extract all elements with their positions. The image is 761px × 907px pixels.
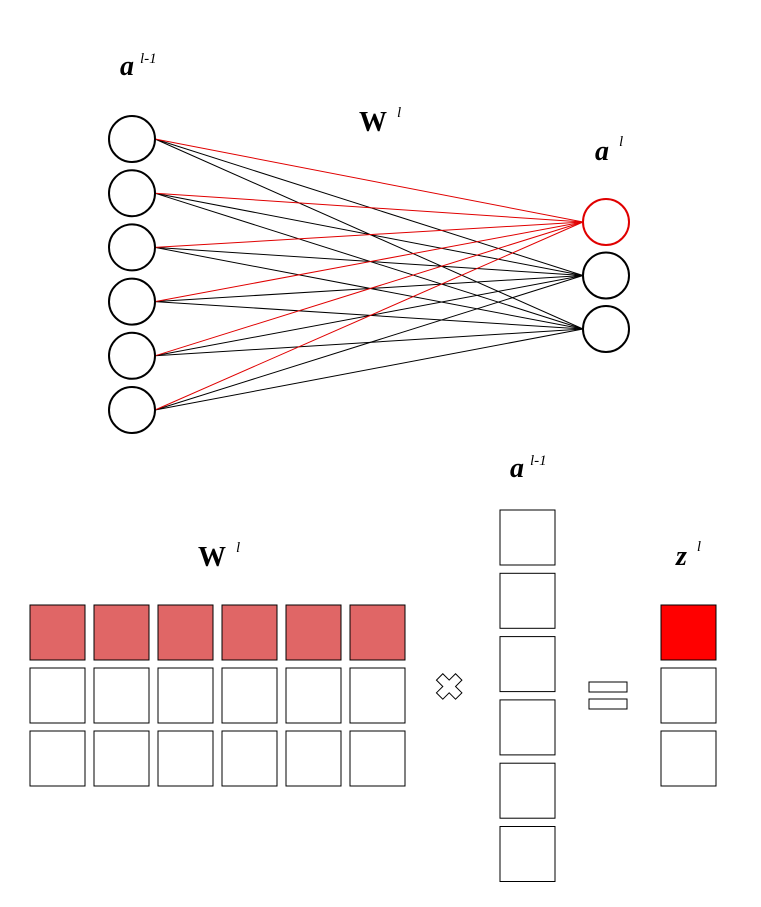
input-layer [108,115,156,434]
weight-cell-highlighted [285,604,342,661]
connection-lines [154,138,584,411]
edge [154,328,584,411]
input-neuron [108,277,156,326]
weight-cell-highlighted [221,604,278,661]
result-cell-highlighted [660,604,717,661]
weight-cell-highlighted [157,604,214,661]
input-neuron [108,331,156,380]
activation-vector [499,509,556,882]
output-neuron [582,251,630,300]
activation-cell [499,762,556,819]
highlighted-edge [154,138,584,223]
edge [154,301,584,330]
result-vector [660,604,717,787]
weight-cell [157,730,214,787]
highlighted-edge [154,221,584,411]
result-cell [660,667,717,724]
weight-cell [93,730,150,787]
weight-cell-highlighted [93,604,150,661]
weight-cell [349,667,406,724]
weight-cell [221,667,278,724]
output-layer [582,198,630,353]
edge [154,138,584,330]
highlighted-edge [154,221,584,248]
input-neuron [108,169,156,218]
input-neuron [108,115,156,163]
highlighted-edge [154,221,584,357]
times-icon [435,673,463,700]
weight-cell [221,730,278,787]
weight-cell [93,667,150,724]
result-cell [660,730,717,787]
weight-cell [157,667,214,724]
activation-cell [499,826,556,882]
edge [154,328,584,357]
highlighted-edge [154,192,584,223]
weight-cell [29,730,86,787]
input-neuron [108,386,156,434]
edge [154,246,584,330]
activation-cell [499,509,556,566]
input-neuron [108,223,156,272]
activation-cell [499,572,556,629]
weight-cell [349,730,406,787]
weight-cell-highlighted [29,604,86,661]
highlighted-output-neuron [582,198,630,246]
output-neuron [582,305,630,353]
edge [154,192,584,330]
weight-matrix [29,604,406,787]
activation-cell [499,636,556,693]
weight-cell [285,730,342,787]
weight-cell [29,667,86,724]
weight-cell [285,667,342,724]
activation-cell [499,699,556,756]
weight-cell-highlighted [349,604,406,661]
equals-icon [588,681,628,710]
highlighted-edge [154,221,584,303]
